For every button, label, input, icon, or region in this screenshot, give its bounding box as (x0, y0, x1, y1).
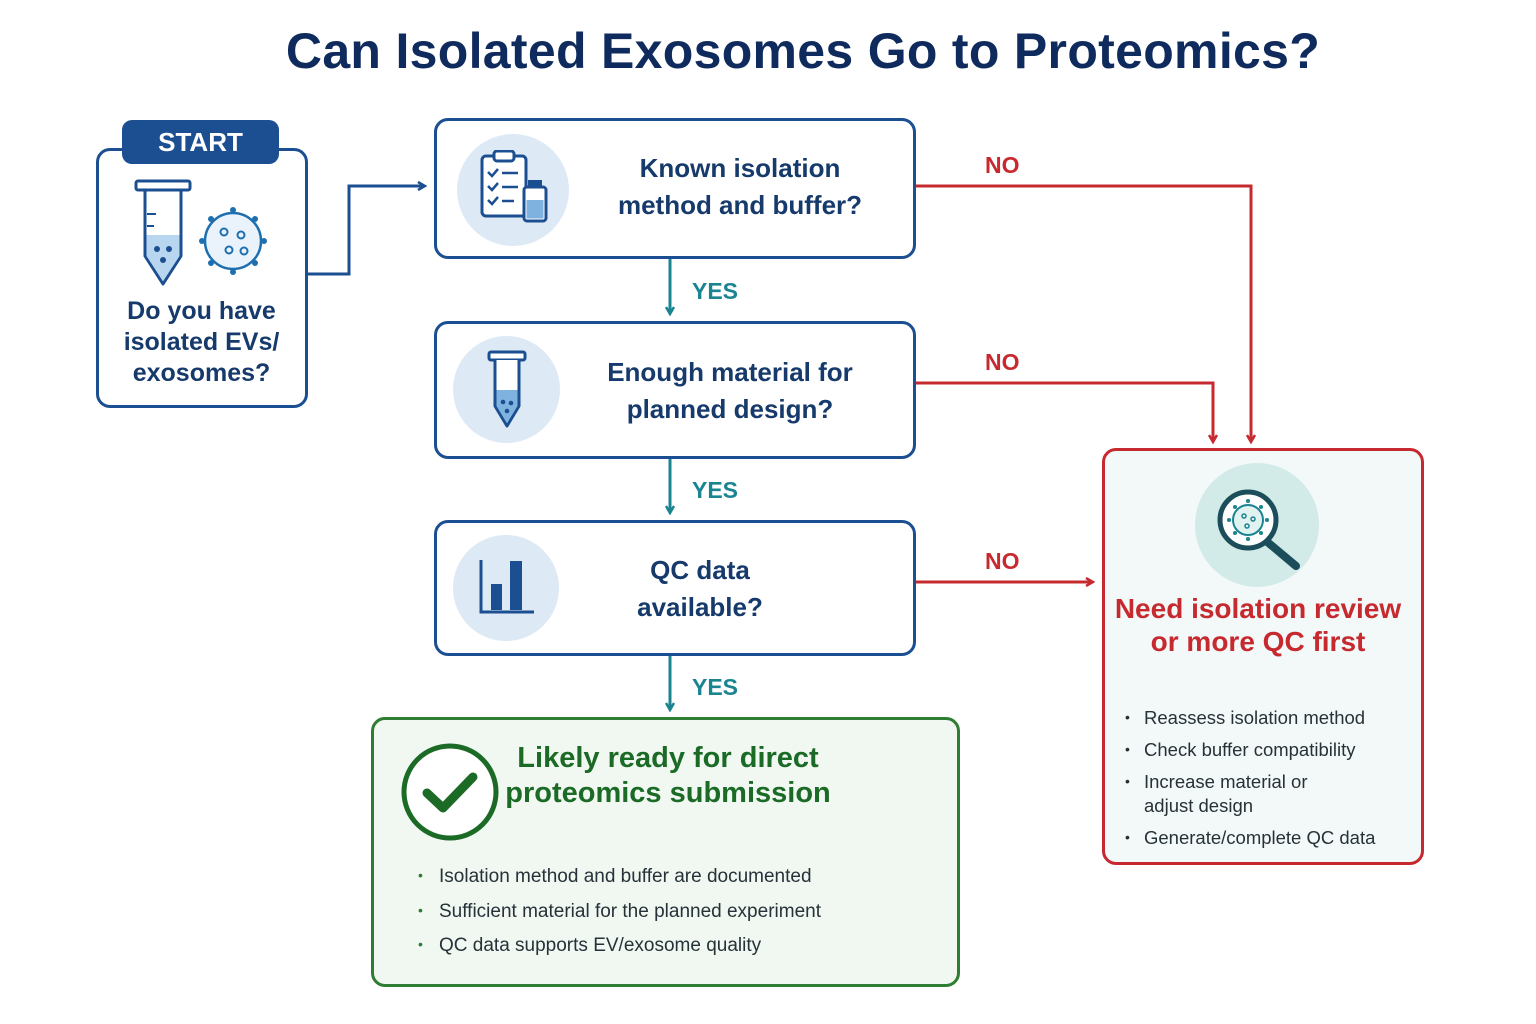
no-label-q3: NO (985, 548, 1020, 574)
yes-label-q1: YES (692, 278, 739, 304)
outcome-ready-points: Isolation method and buffer are document… (418, 862, 821, 966)
sample-tube-icon (487, 350, 527, 428)
decision-question-qc: QC data available? (637, 555, 763, 622)
arrow-no-q2-to-review (915, 381, 1213, 442)
list-item: Reassess isolation method (1125, 705, 1415, 730)
decision-question-isolation: Known isolation method and buffer? (617, 153, 863, 220)
start-label: START (122, 120, 279, 164)
no-label-q2: NO (985, 349, 1020, 375)
list-item: Check buffer compatibility (1125, 737, 1415, 762)
start-question: Do you have isolated EVs/ exosomes? (123, 297, 280, 387)
arrow-start-to-q1 (307, 186, 425, 276)
arrow-no-q1-to-review (915, 184, 1251, 442)
list-item: Sufficient material for the planned expe… (418, 897, 821, 932)
magnifier-vesicle-icon (1217, 489, 1300, 570)
outcome-review-title: Need isolation review or more QC first (1114, 593, 1402, 657)
list-item: Increase material or adjust design (1125, 769, 1344, 818)
no-label-q1: NO (985, 152, 1020, 178)
clipboard-checklist-icon (480, 150, 548, 223)
test-tube-icon (134, 179, 192, 286)
bar-chart-icon (479, 560, 534, 614)
list-item: QC data supports EV/exosome quality (418, 931, 821, 966)
icon-circle (453, 535, 559, 641)
outcome-review-points: Reassess isolation method Check buffer c… (1125, 705, 1415, 857)
exosome-vesicle-icon (199, 207, 267, 275)
checkmark-circle-icon (401, 743, 499, 841)
page-title: Can Isolated Exosomes Go to Proteomics? (285, 23, 1321, 79)
list-item: Generate/complete QC data (1125, 825, 1415, 850)
start-box (96, 148, 308, 408)
outcome-ready-title: Likely ready for direct proteomics submi… (505, 742, 831, 809)
list-item: Isolation method and buffer are document… (418, 862, 821, 897)
yes-label-q2: YES (692, 477, 739, 503)
yes-label-q3: YES (692, 674, 739, 700)
decision-question-material: Enough material for planned design? (607, 357, 853, 424)
